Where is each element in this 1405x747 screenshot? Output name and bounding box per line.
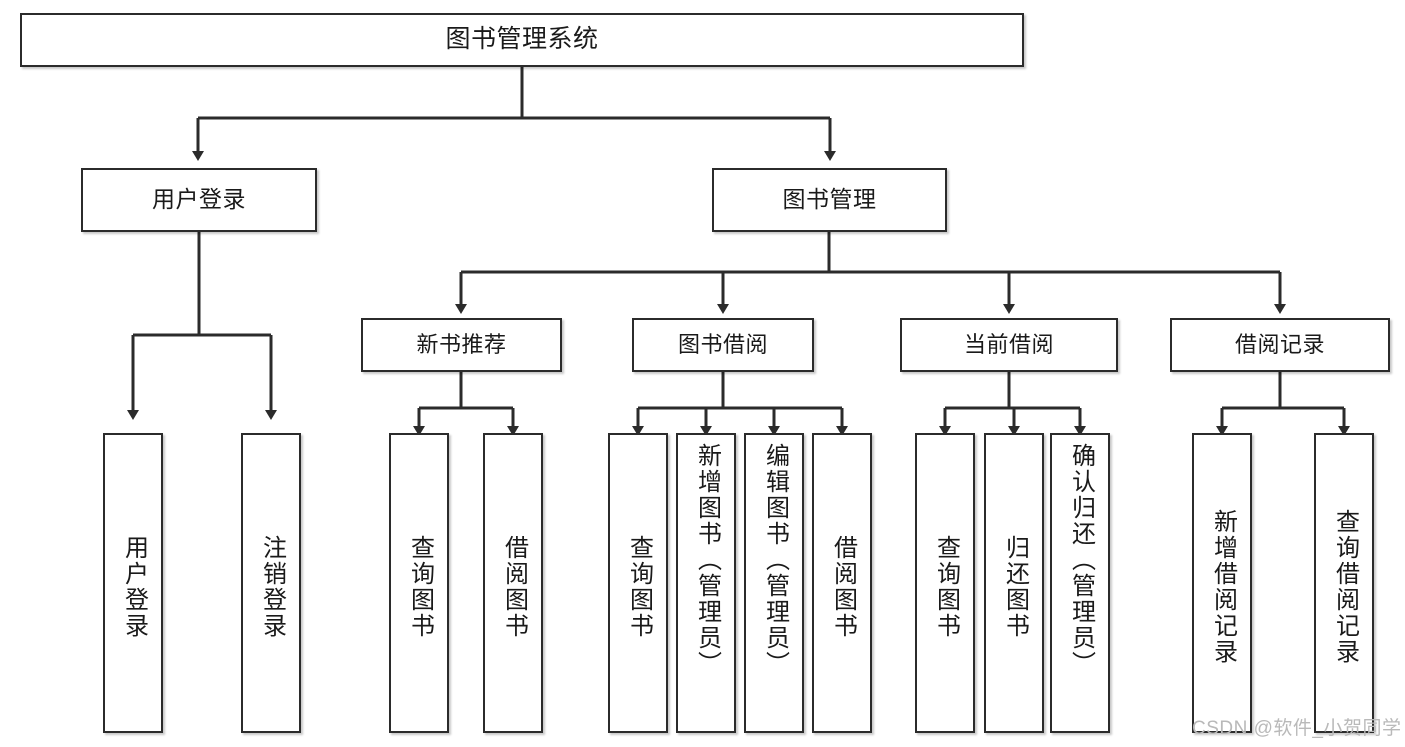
node-current-borrow[interactable]: 当前借阅 — [900, 318, 1118, 372]
leaf-confirm-return-admin[interactable]: 确认归还（管理员） — [1050, 433, 1110, 733]
leaf-logout-login[interactable]: 注销登录 — [241, 433, 301, 733]
leaf-borrow-book-recommend[interactable]: 借阅图书 — [483, 433, 543, 733]
leaf-add-book-admin[interactable]: 新增图书（管理员） — [676, 433, 736, 733]
node-root-book-management-system[interactable]: 图书管理系统 — [20, 13, 1024, 67]
node-label: 图书管理系统 — [445, 25, 599, 54]
edges-bookmgmt-to-level3 — [455, 232, 1286, 314]
edges-currentborrow-to-leaves — [939, 372, 1086, 436]
node-label: 图书管理 — [782, 186, 877, 213]
node-label: 注销登录 — [258, 535, 286, 639]
node-label: 查询图书 — [625, 535, 653, 639]
edges-root-to-level2 — [192, 67, 836, 161]
node-new-book-recommend[interactable]: 新书推荐 — [361, 318, 562, 372]
node-label: 借阅记录 — [1234, 332, 1325, 358]
leaf-user-login[interactable]: 用户登录 — [103, 433, 163, 733]
node-label: 用户登录 — [152, 186, 246, 213]
node-label: 确认归还（管理员） — [1067, 443, 1095, 677]
edges-borrowrecord-to-leaves — [1216, 372, 1350, 436]
node-label: 编辑图书（管理员） — [761, 443, 789, 677]
leaf-borrow-book[interactable]: 借阅图书 — [812, 433, 872, 733]
csdn-watermark: CSDN @软件_小贺同学 — [1192, 718, 1402, 739]
node-user-login[interactable]: 用户登录 — [81, 168, 317, 232]
node-label: 新书推荐 — [416, 332, 507, 358]
leaf-query-borrow-record[interactable]: 查询借阅记录 — [1314, 433, 1374, 733]
node-label: 当前借阅 — [963, 332, 1054, 358]
node-label: 新增借阅记录 — [1209, 509, 1237, 665]
leaf-edit-book-admin[interactable]: 编辑图书（管理员） — [744, 433, 804, 733]
edges-bookborrow-to-leaves — [632, 372, 848, 436]
node-borrow-record[interactable]: 借阅记录 — [1170, 318, 1390, 372]
node-label: 归还图书 — [1001, 535, 1029, 639]
node-label: 查询图书 — [932, 535, 960, 639]
node-label: 用户登录 — [120, 535, 148, 639]
node-label: 新增图书（管理员） — [693, 443, 721, 677]
leaf-return-book[interactable]: 归还图书 — [984, 433, 1044, 733]
node-label: 查询借阅记录 — [1331, 509, 1359, 665]
node-label: 查询图书 — [406, 535, 434, 639]
node-label: 图书借阅 — [677, 332, 768, 358]
leaf-query-book-current[interactable]: 查询图书 — [915, 433, 975, 733]
node-book-management[interactable]: 图书管理 — [712, 168, 947, 232]
node-book-borrow[interactable]: 图书借阅 — [632, 318, 814, 372]
leaf-query-book-recommend[interactable]: 查询图书 — [389, 433, 449, 733]
edges-userlogin-to-leaves — [127, 232, 277, 420]
node-label: 借阅图书 — [500, 535, 528, 639]
edges-newbook-to-leaves — [413, 372, 519, 436]
leaf-query-book-borrow[interactable]: 查询图书 — [608, 433, 668, 733]
leaf-add-borrow-record[interactable]: 新增借阅记录 — [1192, 433, 1252, 733]
node-label: 借阅图书 — [829, 535, 857, 639]
